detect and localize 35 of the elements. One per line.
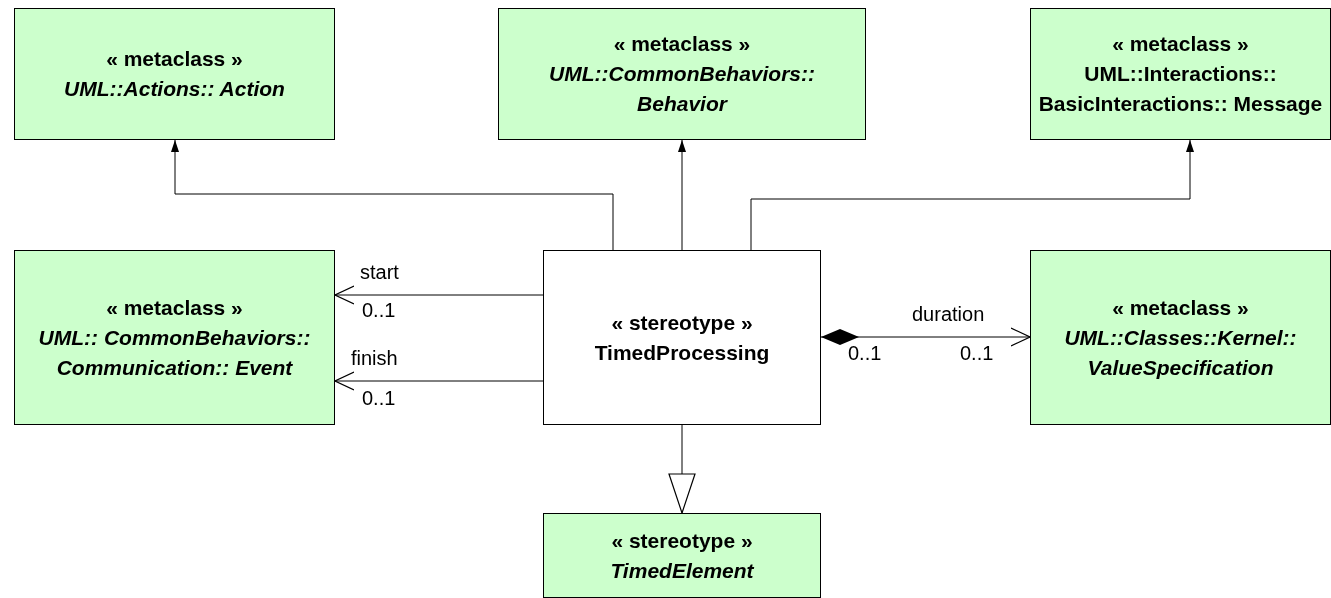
stereotype-label: « metaclass » [106,46,243,72]
metaclass-box [498,8,866,140]
class-name: TimedProcessing [594,339,770,366]
metaclass-box [14,8,335,140]
generalization-arrow [668,424,696,514]
metaclass-box [14,250,335,425]
extension-arrow [750,139,1194,251]
edge-label: start [360,260,399,284]
multiplicity-label: 0..1 [362,298,396,322]
class-name: UML::Classes::Kernel:: ValueSpecification [1063,324,1298,381]
class-name: UML::Actions:: Action [64,76,285,102]
association-arrow [334,371,544,391]
stereotype-label: « metaclass » [1112,31,1249,57]
composition-arrow [820,327,1031,347]
multiplicity-label: 0..1 [848,341,882,365]
extension-arrow [678,139,686,251]
multiplicity-label: 0..1 [960,341,994,365]
stereotype-label: « stereotype » [611,527,753,554]
stereotype-label: « metaclass » [613,31,751,57]
extension-arrow [171,139,614,251]
stereotype-box [543,513,821,598]
stereotype-label: « metaclass » [1112,294,1249,321]
metaclass-box [1030,250,1331,425]
edge-label: finish [351,346,398,370]
class-name: UML::Interactions:: BasicInteractions:: Message [1037,61,1324,117]
class-name: TimedElement [610,557,754,584]
edge-label: duration [912,302,985,326]
stereotype-box [543,250,821,425]
class-name: UML::CommonBehaviors:: Behavior [548,61,816,117]
association-arrow [334,285,544,305]
stereotype-label: « stereotype » [611,309,753,336]
stereotype-label: « metaclass » [106,294,243,321]
metaclass-box [1030,8,1331,140]
class-name: UML:: CommonBehaviors:: Communication:: Event [37,324,312,381]
multiplicity-label: 0..1 [362,386,396,410]
